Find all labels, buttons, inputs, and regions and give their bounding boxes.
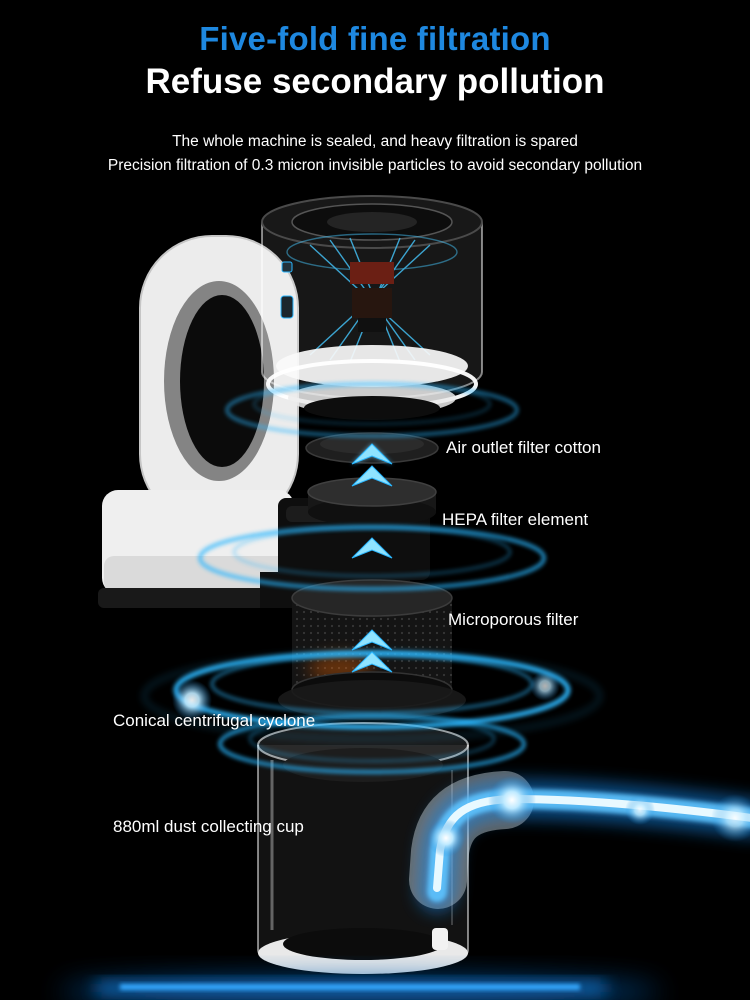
description-line-2: Precision filtration of 0.3 micron invis…	[107, 157, 643, 175]
dust-collecting-cup	[257, 722, 469, 974]
suction-beam	[409, 771, 750, 912]
headline-block: Five-fold fine filtration Refuse seconda…	[0, 20, 750, 178]
power-button	[281, 261, 293, 273]
airflow-up-arrows-icon	[351, 443, 393, 673]
callout-microporous-filter: Microporous filter	[448, 610, 579, 629]
callout-hepa-filter-element: HEPA filter element	[442, 510, 589, 529]
page-title: Five-fold fine filtration	[199, 20, 551, 57]
glow-rings	[143, 382, 601, 774]
microporous-filter	[278, 579, 466, 720]
description: The whole machine is sealed, and heavy f…	[0, 130, 750, 178]
hepa-filter-element	[307, 477, 437, 526]
callout-dust-collecting-cup: 880ml dust collecting cup	[113, 817, 304, 836]
bottom-glow	[60, 978, 660, 1000]
motor-core	[350, 262, 394, 332]
motor-unit	[261, 195, 483, 420]
callout-conical-centrifugal-cyclone: Conical centrifugal cyclone	[113, 711, 316, 730]
callout-air-outlet-filter-cotton: Air outlet filter cotton	[446, 438, 601, 457]
description-line-1: The whole machine is sealed, and heavy f…	[172, 133, 578, 150]
cup-release-tab	[432, 928, 448, 950]
mode-button	[280, 295, 294, 319]
page-subtitle: Refuse secondary pollution	[145, 62, 605, 101]
